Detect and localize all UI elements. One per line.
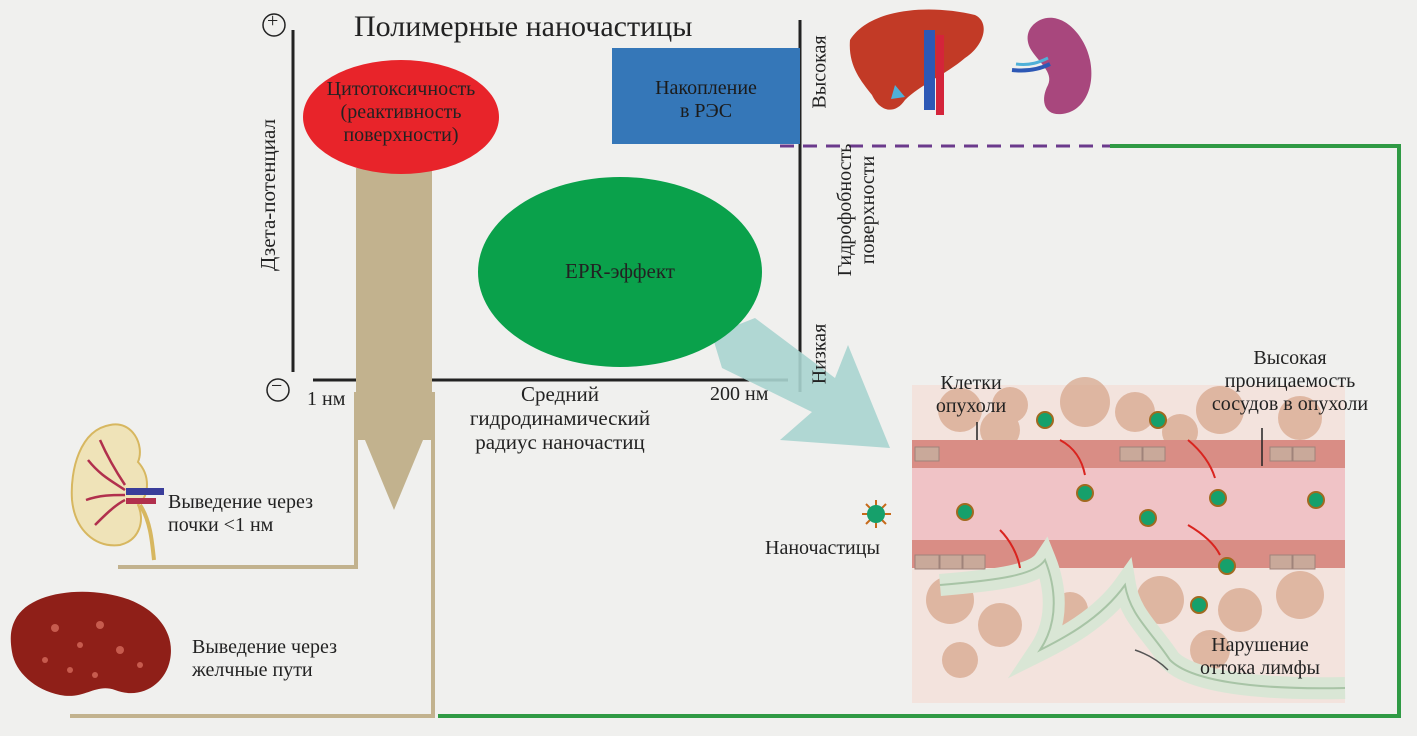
cytotoxicity-line-1: Цитотоксичность [326,78,476,100]
kidney-excretion-label: Выведение через почки <1 нм [168,491,313,537]
permeability-line-2: проницаемость [1224,370,1356,392]
beige-arrow-head [365,440,423,510]
diagram-title: Полимерные наночастицы [354,10,693,43]
minus-sign: − [271,375,283,397]
y-axis-label: Дзета-потенциал [255,119,280,271]
hydrophobicity-low-label: Низкая [808,323,831,385]
x-axis-line-2: гидродинамический [469,406,651,431]
epr-label: EPR-эффект [565,259,675,283]
kidney-line-1: Выведение через [168,491,314,513]
hydrophobicity-line-2: поверхности [857,155,879,265]
epr-ellipse [478,177,762,367]
teal-arrow [712,318,890,448]
hydrophobicity-high-label: Высокая [808,35,831,109]
x-tick-200nm: 200 нм [710,383,769,405]
res-line-1: Накопление [655,77,757,99]
tumor-cells-line-2: опухоли [935,395,1007,417]
bile-line-1: Выведение через [192,636,338,658]
nanoparticle-icon [862,500,891,528]
lymph-line-2: оттока лимфы [1200,657,1320,679]
cytotoxicity-line-3: поверхности) [343,124,459,146]
plus-sign: + [267,10,279,32]
beige-arrow-shaft [356,168,432,440]
liver-icon [849,9,984,115]
kidney-line-2: почки <1 нм [168,514,274,536]
x-axis-line-1: Средний [521,382,599,406]
x-axis-line-3: радиус наночастиц [475,430,645,455]
cytotoxicity-label: Цитотоксичность (реактивность поверхност… [303,78,499,147]
liver-bottom-icon [10,591,171,696]
x-axis-label: Средний гидродинамический радиус наночас… [430,382,690,454]
permeability-label: Высокая проницаемость сосудов в опухоли [1190,347,1390,416]
tumor-panel [912,377,1346,703]
minus-circle-icon [266,378,290,402]
res-label: Накопление в РЭС [612,77,800,123]
nanoparticles-label: Наночастицы [765,537,880,559]
res-line-2: в РЭС [679,100,733,122]
cytotoxicity-line-2: (реактивность [340,101,462,123]
kidney-excretion-line [118,392,358,569]
cytotoxicity-ellipse [303,60,499,174]
tumor-cells-line-1: Клетки [940,372,1002,394]
bile-excretion-line [70,392,435,718]
permeability-line-3: сосудов в опухоли [1211,393,1369,415]
spleen-icon [1011,17,1092,115]
res-box [612,48,800,144]
bile-line-2: желчные пути [192,659,313,681]
lymph-label: Нарушение оттока лимфы [1170,634,1350,680]
hydrophobicity-axis-label: Гидрофобность поверхности [834,144,880,277]
lymph-line-1: Нарушение [1211,634,1309,656]
permeability-line-1: Высокая [1253,347,1327,369]
plus-circle-icon [262,13,286,37]
green-frame [438,144,1401,718]
x-tick-1nm: 1 нм [307,388,346,410]
bile-excretion-label: Выведение через желчные пути [192,636,337,682]
kidney-icon [70,423,164,561]
hydrophobicity-line-1: Гидрофобность [834,143,856,277]
tumor-cells-label: Клетки опухоли [916,372,1026,418]
